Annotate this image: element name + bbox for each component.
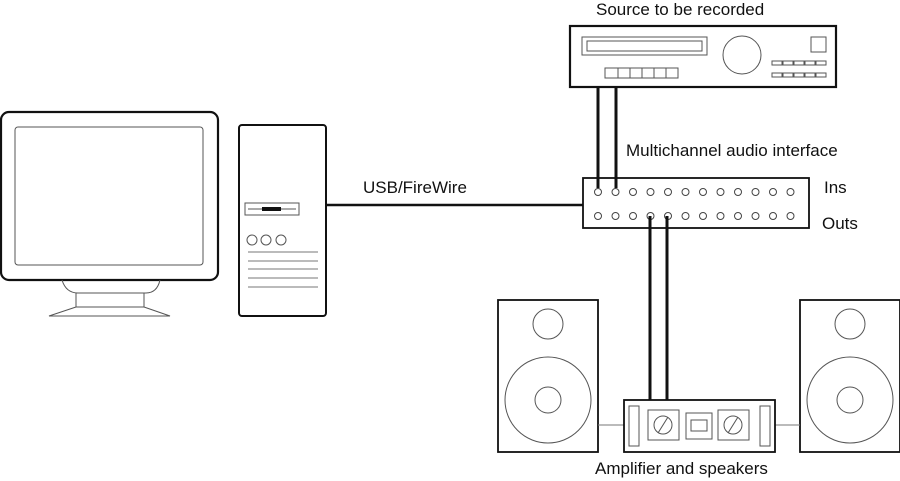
in-port xyxy=(646,188,655,196)
out-port xyxy=(734,212,742,220)
in-port xyxy=(769,188,777,196)
outs-label: Outs xyxy=(822,214,858,233)
in-port xyxy=(751,188,760,196)
in-port xyxy=(681,188,690,196)
amplifier xyxy=(623,399,776,453)
in-port xyxy=(594,188,602,196)
in-port xyxy=(611,188,620,196)
out-port xyxy=(594,212,602,220)
out-port xyxy=(699,212,707,220)
source-cables xyxy=(596,87,618,188)
amplifier-cables xyxy=(648,216,669,400)
out-port xyxy=(769,212,777,220)
out-port xyxy=(751,212,760,220)
left-speaker xyxy=(497,299,599,453)
source-device xyxy=(568,24,838,89)
amplifier-label: Amplifier and speakers xyxy=(595,459,768,478)
in-port xyxy=(699,188,707,196)
out-port xyxy=(716,212,725,220)
ins-label: Ins xyxy=(824,178,847,197)
out-port xyxy=(786,212,795,220)
interface-label: Multichannel audio interface xyxy=(626,141,838,160)
in-port xyxy=(734,188,742,196)
in-port xyxy=(716,188,725,196)
source-label: Source to be recorded xyxy=(596,0,764,19)
audio-interface xyxy=(582,177,810,229)
computer-monitor xyxy=(0,110,220,317)
out-port xyxy=(611,212,620,220)
out-port xyxy=(629,212,637,220)
connection-label: USB/FireWire xyxy=(363,178,467,197)
interface-ports xyxy=(594,188,795,220)
drive-slot-icon xyxy=(262,207,281,211)
in-port xyxy=(786,188,795,196)
in-port xyxy=(664,188,672,196)
computer-tower xyxy=(238,124,327,317)
right-speaker xyxy=(799,299,900,453)
in-port xyxy=(629,188,637,196)
out-port xyxy=(681,212,690,220)
